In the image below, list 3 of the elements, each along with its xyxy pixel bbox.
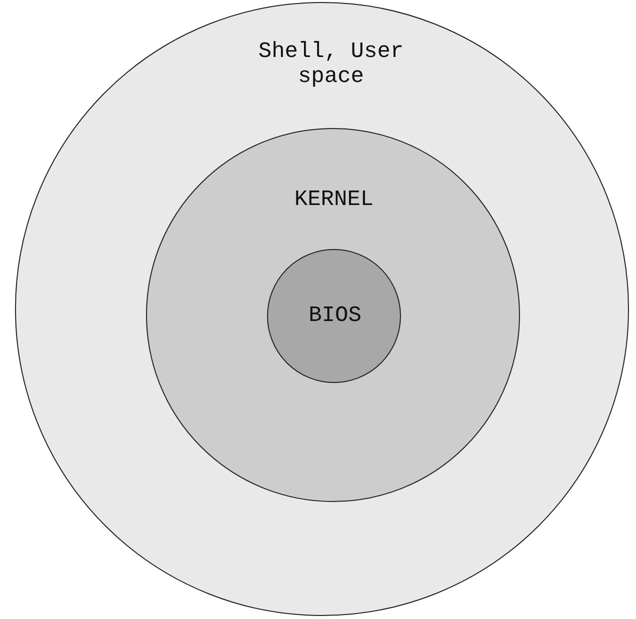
layer-label: BIOS bbox=[308, 303, 362, 328]
layer-label: KERNEL bbox=[293, 187, 375, 212]
layer-label: Shell, User space bbox=[257, 39, 405, 90]
